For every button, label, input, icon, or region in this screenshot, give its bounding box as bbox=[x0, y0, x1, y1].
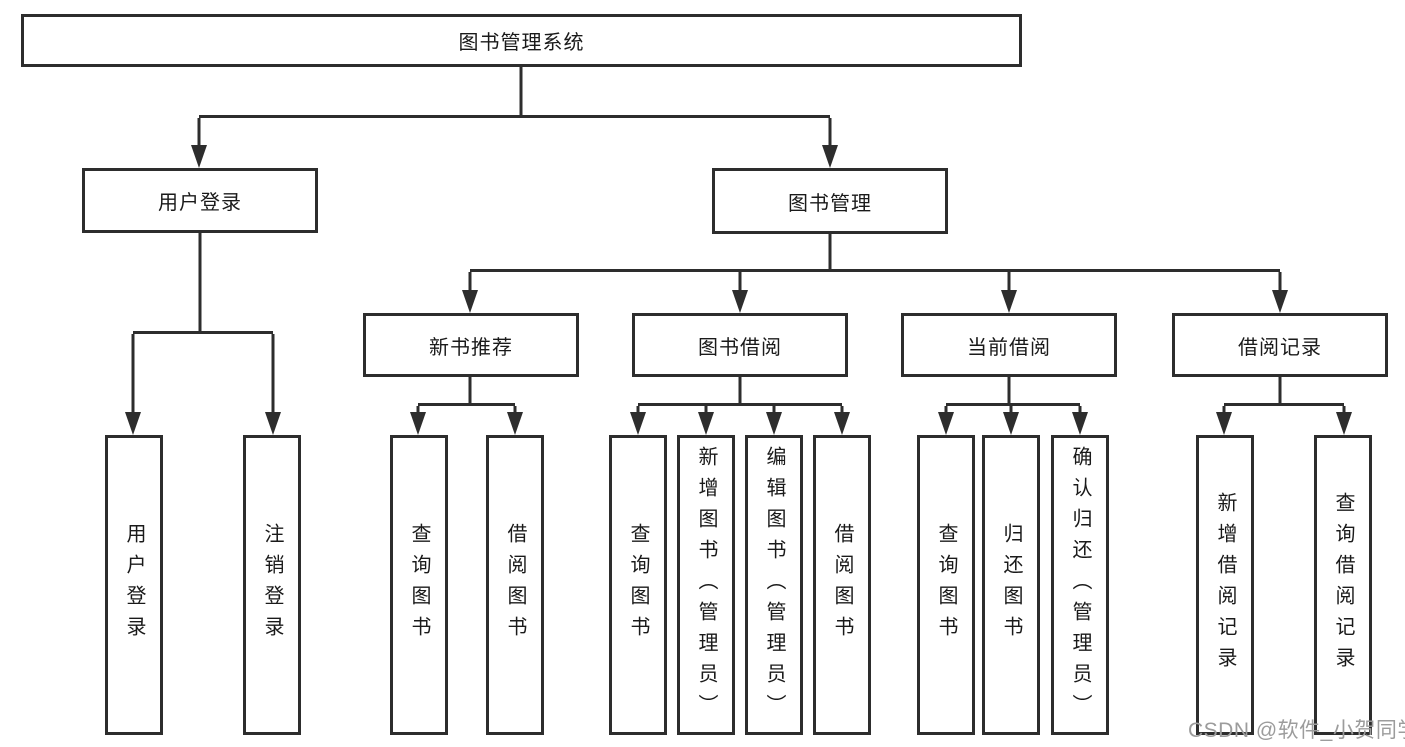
arrowhead-icons bbox=[125, 145, 1352, 435]
leaf-borrow-borrow-books: 借阅图书 bbox=[813, 435, 871, 735]
node-label: 注销登录 bbox=[261, 523, 283, 647]
node-label: 借阅记录 bbox=[1238, 336, 1322, 359]
leaf-records-add-record: 新增借阅记录 bbox=[1196, 435, 1254, 735]
node-user-login: 用户登录 bbox=[82, 168, 318, 233]
leaf-current-query-books: 查询图书 bbox=[917, 435, 975, 735]
leaf-user-login: 用户登录 bbox=[105, 435, 163, 735]
node-current-borrow: 当前借阅 bbox=[901, 313, 1117, 377]
watermark-text: CSDN @软件_小贺同学 bbox=[1188, 719, 1405, 742]
node-label: 借阅图书 bbox=[504, 523, 526, 647]
leaf-borrow-add-books-admin: 新增图书（管理员） bbox=[677, 435, 735, 735]
leaf-records-query-record: 查询借阅记录 bbox=[1314, 435, 1372, 735]
leaf-recommend-borrow-books: 借阅图书 bbox=[486, 435, 544, 735]
leaf-logout: 注销登录 bbox=[243, 435, 301, 735]
node-borrow-records: 借阅记录 bbox=[1172, 313, 1388, 377]
node-new-book-recommend: 新书推荐 bbox=[363, 313, 579, 377]
leaf-current-return-books: 归还图书 bbox=[982, 435, 1040, 735]
leaf-borrow-edit-books-admin: 编辑图书（管理员） bbox=[745, 435, 803, 735]
node-label: 确认归还（管理员） bbox=[1069, 445, 1091, 725]
node-label: 编辑图书（管理员） bbox=[763, 445, 785, 725]
node-label: 查询借阅记录 bbox=[1332, 492, 1354, 678]
node-label: 当前借阅 bbox=[967, 336, 1051, 359]
node-label: 新增借阅记录 bbox=[1214, 492, 1236, 678]
node-label: 图书借阅 bbox=[698, 336, 782, 359]
leaf-current-confirm-return-admin: 确认归还（管理员） bbox=[1051, 435, 1109, 735]
node-book-management: 图书管理 bbox=[712, 168, 948, 234]
node-root: 图书管理系统 bbox=[21, 14, 1022, 67]
node-label: 用户登录 bbox=[158, 192, 242, 214]
node-label: 查询图书 bbox=[627, 523, 649, 647]
node-label: 查询图书 bbox=[408, 523, 430, 647]
node-book-borrow: 图书借阅 bbox=[632, 313, 848, 377]
node-label: 新书推荐 bbox=[429, 336, 513, 359]
node-label: 新增图书（管理员） bbox=[695, 445, 717, 725]
node-label: 归还图书 bbox=[1000, 523, 1022, 647]
node-label: 图书管理系统 bbox=[458, 32, 585, 54]
node-label: 借阅图书 bbox=[831, 523, 853, 647]
node-label: 图书管理 bbox=[788, 192, 872, 215]
node-label: 查询图书 bbox=[935, 523, 957, 647]
leaf-borrow-query-books: 查询图书 bbox=[609, 435, 667, 735]
leaf-recommend-query-books: 查询图书 bbox=[390, 435, 448, 735]
node-label: 用户登录 bbox=[123, 523, 145, 647]
